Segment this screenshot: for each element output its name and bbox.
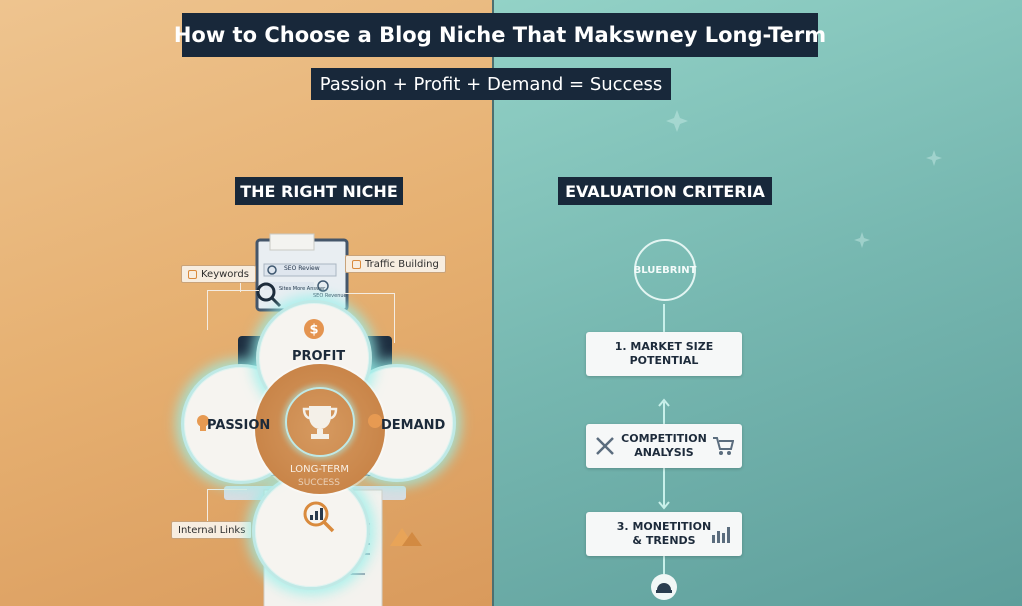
flow-arrow-down-icon: [658, 468, 670, 510]
label-success: SUCCESS: [298, 478, 340, 488]
tag-square-icon: [352, 259, 361, 269]
section-title-evaluation-criteria: EVALUATION CRITERIA: [558, 177, 772, 205]
right-panel: [494, 0, 1022, 606]
tag-keywords: Keywords: [181, 265, 256, 283]
step-monetization-trends: 3. MONETITION & TRENDS: [586, 512, 742, 556]
helmet-icon: [651, 574, 677, 600]
lightbulb-icon: [197, 415, 209, 431]
tag-square-icon: [188, 269, 197, 279]
panel-divider: [492, 0, 494, 606]
label-passion: PASSION: [207, 418, 271, 433]
svg-text:$: $: [309, 323, 318, 338]
demand-icon: [368, 414, 382, 428]
flow-line-4: [663, 556, 665, 574]
seo-review-text: SEO Review: [284, 265, 320, 272]
flow-line-1: [663, 304, 665, 332]
connector-traffic: [345, 293, 395, 343]
label-long-term: LONG-TERM: [290, 464, 350, 475]
cart-icon: [713, 437, 734, 455]
device-small-text: Sites More Answer: [279, 286, 326, 292]
dollar-icon: $: [304, 319, 324, 339]
left-panel: [0, 0, 494, 606]
magnifier-icon: [256, 282, 282, 308]
step-competition-analysis: COMPETITION ANALYSIS: [586, 424, 742, 468]
connector-keywords: [207, 290, 259, 330]
paper-top: [269, 233, 315, 251]
tag-internal-links: Internal Links: [171, 521, 253, 539]
tag-traffic-building: Traffic Building: [345, 255, 446, 273]
flow-arrow-up-icon: [658, 398, 670, 424]
blueprint-badge: BLUEBRINT: [634, 239, 696, 301]
device-seo-tag: SEO Revenue: [313, 293, 347, 299]
bar-chart-icon: [712, 527, 730, 543]
step-market-size: 1. MARKET SIZE POTENTIAL: [586, 332, 742, 376]
trophy-icon: [302, 406, 338, 439]
swords-icon: [596, 437, 614, 455]
page-subtitle: Passion + Profit + Demand = Success: [311, 68, 671, 100]
section-title-right-niche: THE RIGHT NICHE: [235, 177, 403, 205]
analytics-magnifier-icon: [303, 501, 335, 533]
inner-ring: [285, 387, 355, 457]
page-title: How to Choose a Blog Niche That Makswney…: [174, 13, 826, 57]
sparkle-decoration: [666, 110, 942, 248]
label-demand: DEMAND: [381, 418, 446, 433]
label-profit: PROFIT: [292, 349, 346, 364]
connector-internal-links: [207, 489, 247, 529]
